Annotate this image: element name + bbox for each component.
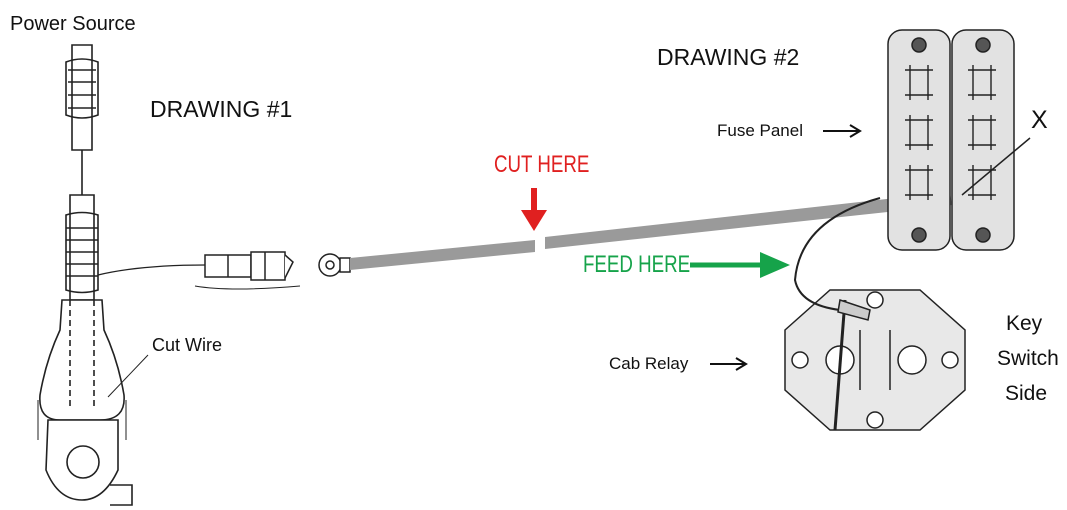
ring-terminal [318,253,351,277]
feed-here-label: FEED HERE [583,251,691,278]
drawing-2-title: DRAWING #2 [657,44,800,70]
gray-wire-left [350,240,535,270]
cut-wire-label: Cut Wire [152,335,223,355]
fuse-panel [887,29,1015,251]
feed-connector [837,299,871,321]
gray-wire-right [545,192,952,249]
fuse-panel-arrow [823,124,862,138]
key-switch-label-line2: Switch [997,347,1059,370]
cut-here-label: CUT HERE [494,151,590,178]
key-switch-label-line3: Side [1005,382,1048,405]
x-mark: X [1031,106,1048,134]
feed-wire [793,197,881,311]
inline-connector [194,251,301,290]
battery-cable-drawing [37,44,133,506]
fuse-panel-label: Fuse Panel [717,121,803,140]
cab-relay-arrow [710,357,748,371]
cab-relay-label: Cab Relay [609,354,689,373]
x-leader [961,137,1031,196]
key-switch-label-line1: Key [1006,312,1043,335]
thin-wire [97,264,206,276]
drawing-1-title: DRAWING #1 [150,96,293,122]
feed-arrow [690,252,790,278]
cab-relay [784,289,966,431]
cut-wire-leader [107,354,149,398]
cut-arrow [521,188,547,231]
power-source-label: Power Source [10,13,136,35]
